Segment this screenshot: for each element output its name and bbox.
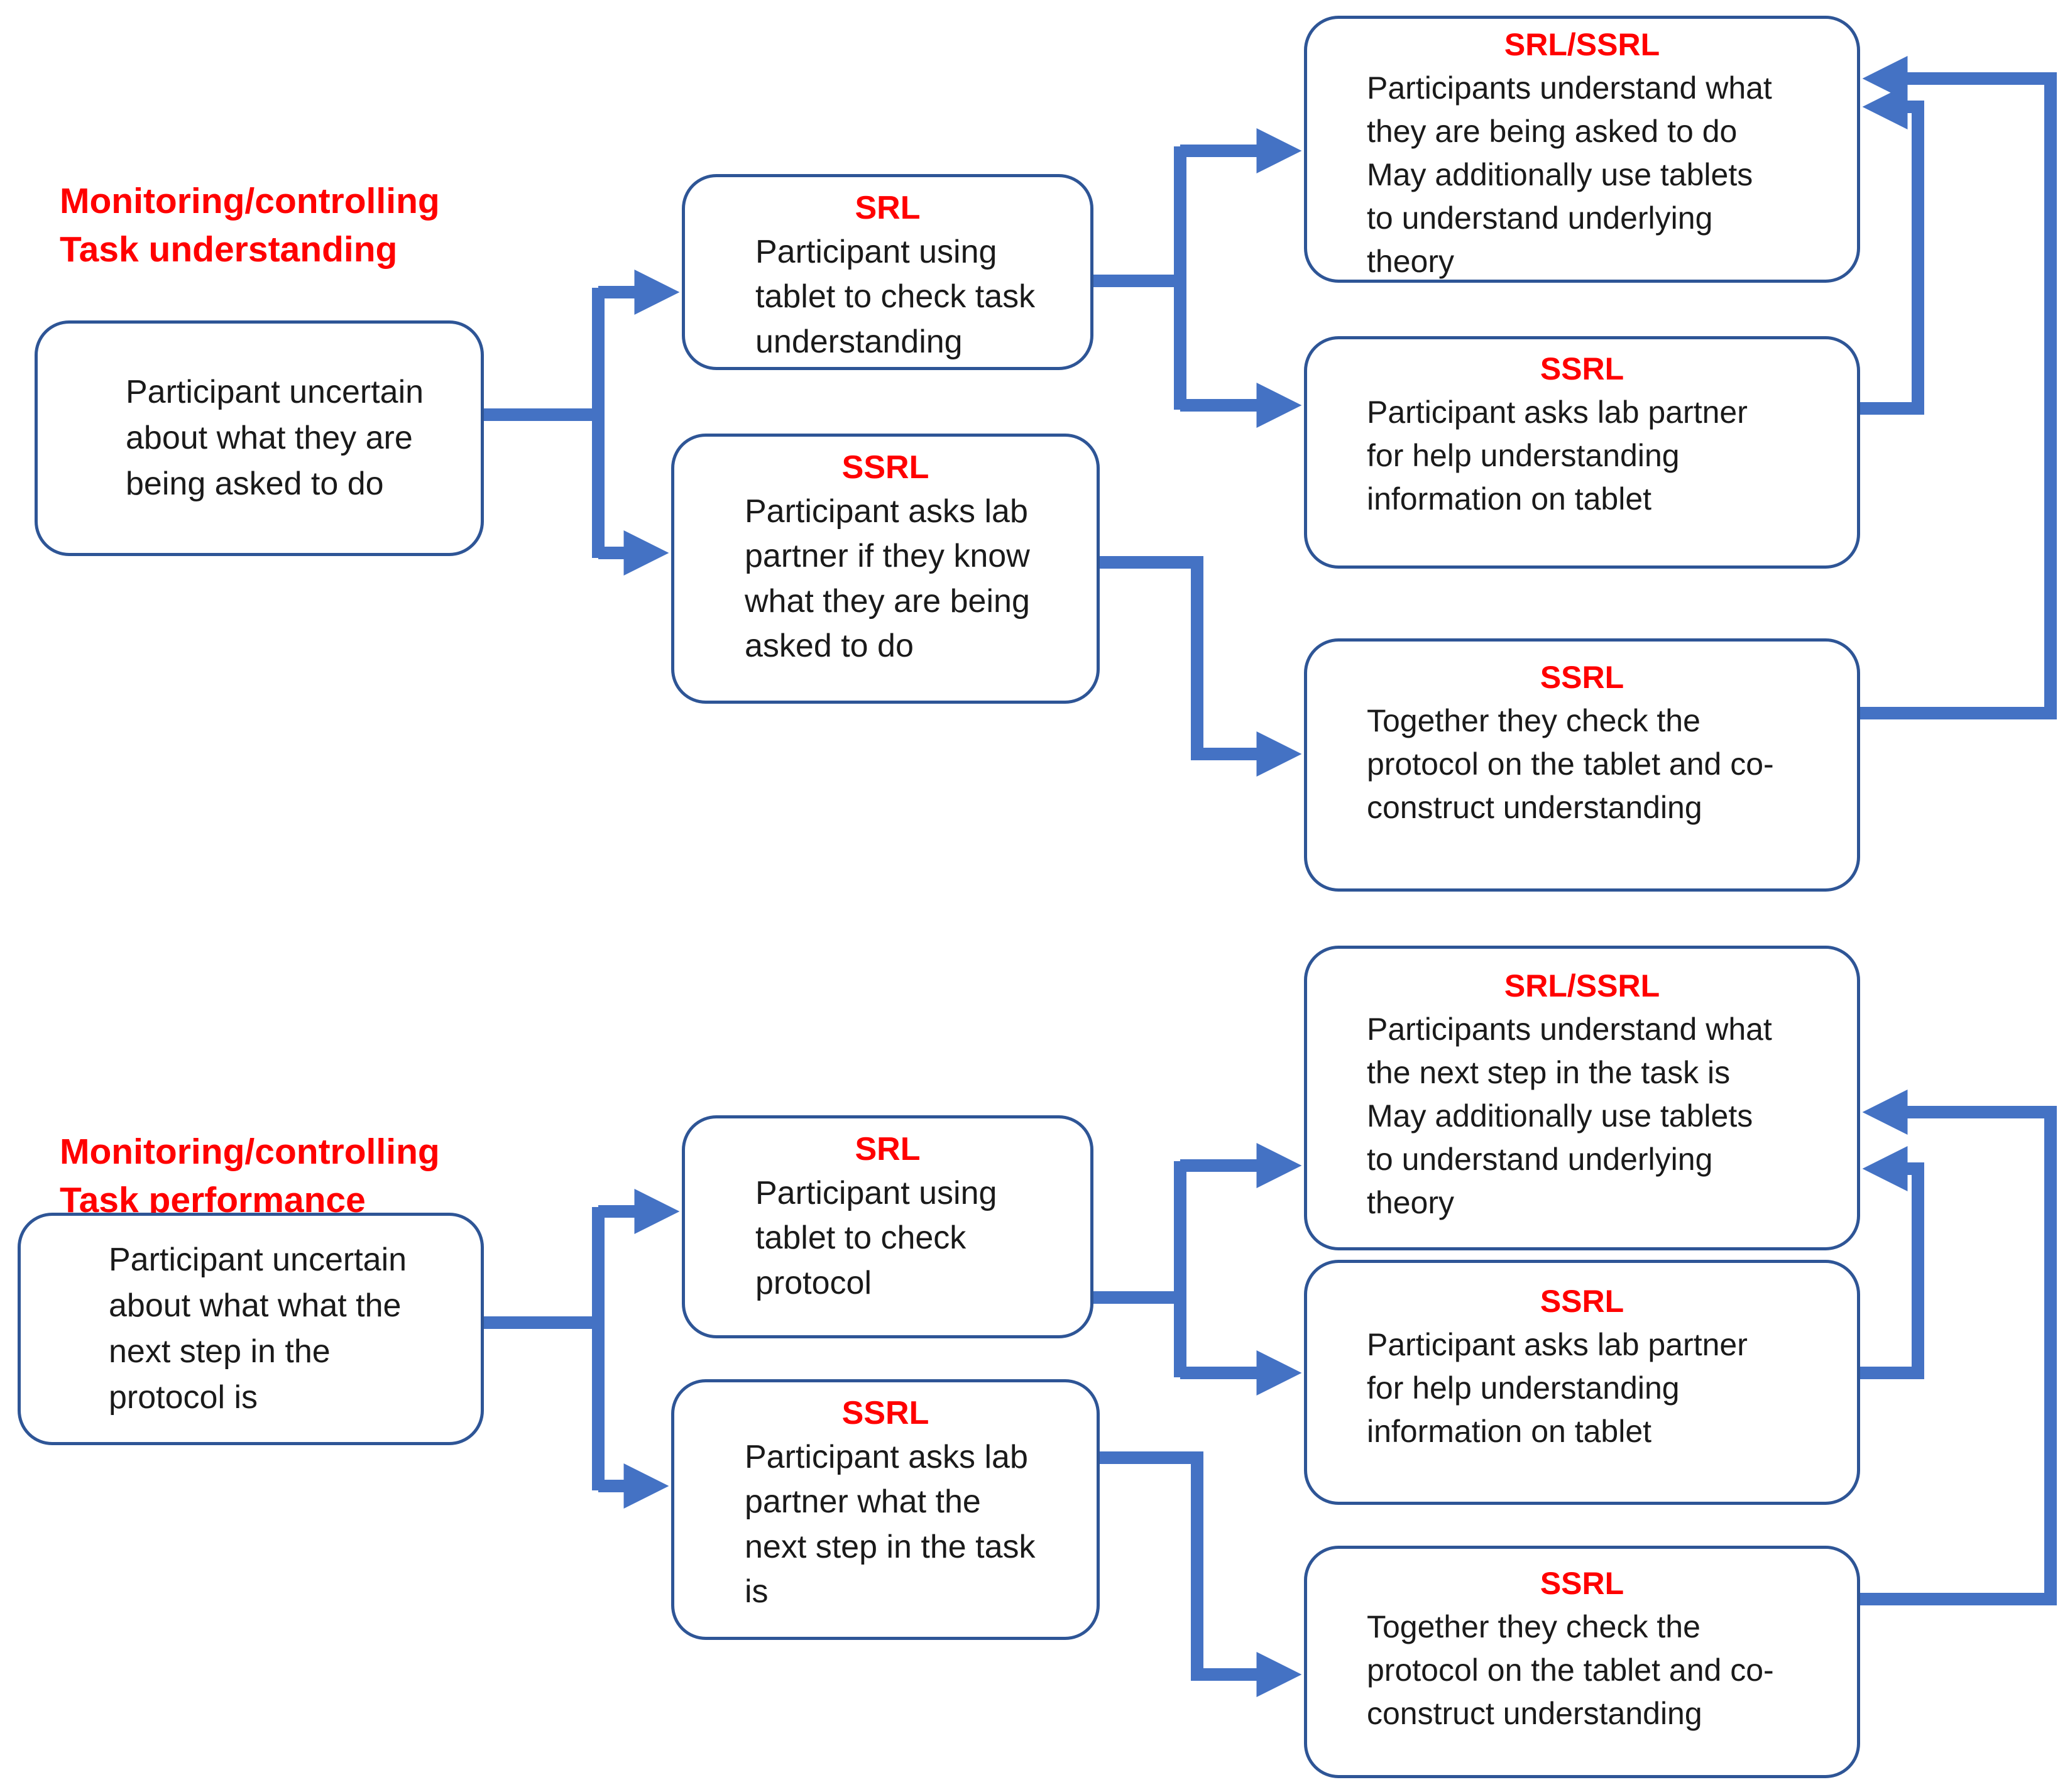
connector-together-loop-to-outcome-1 [1860,56,2057,719]
ssrl-ask-box: SSRL Participant asks lab partner what t… [671,1379,1100,1640]
ssrl-help-box-text: Participant asks lab partner for help un… [1367,1326,1748,1449]
connector-ask-to-together-1 [1100,556,1302,777]
ssrl-together-box-text: Together they check the protocol on the … [1367,702,1774,825]
ssrl-help-box-title: SSRL [1540,1284,1624,1319]
ssrl-ask-box-text: Participant asks lab partner what the ne… [745,1439,1036,1610]
connector-help-loop-to-outcome-1 [1860,84,1924,415]
ssrl-together-box-text: Together they check the protocol on the … [1367,1609,1774,1731]
start-box: Participant uncertain about what what th… [18,1213,484,1445]
section-heading: Monitoring/controlling Task understandin… [60,181,440,270]
ssrl-ask-box: SSRL Participant asks lab partner if the… [671,434,1100,704]
srl-box-title: SRL [855,1131,921,1167]
ssrl-ask-box-text: Participant asks lab partner if they kno… [745,493,1030,664]
start-box-text: Participant uncertain about what they ar… [126,374,424,502]
start-box-text: Participant uncertain about what what th… [109,1242,407,1416]
srl-box-title: SRL [855,190,921,226]
outcome-box-text: Participants understand what the next st… [1367,1011,1772,1220]
srl-box: SRL Participant using tablet to check pr… [682,1115,1093,1338]
ssrl-together-box: SSRL Together they check the protocol on… [1304,638,1860,892]
connector-help-loop-to-outcome-2 [1860,1146,1924,1379]
ssrl-help-box-title: SSRL [1540,351,1624,386]
start-box: Participant uncertain about what they ar… [35,320,484,556]
ssrl-together-box-title: SSRL [1540,660,1624,695]
srl-box-text: Participant using tablet to check task u… [755,234,1036,360]
srl-box-text: Participant using tablet to check protoc… [755,1175,997,1301]
outcome-box-text: Participants understand what they are be… [1367,70,1772,279]
outcome-box-title: SRL/SSRL [1504,968,1660,1003]
ssrl-help-box-text: Participant asks lab partner for help un… [1367,394,1748,516]
ssrl-together-box: SSRL Together they check the protocol on… [1304,1546,1860,1778]
ssrl-ask-box-title: SSRL [841,449,929,486]
ssrl-help-box: SSRL Participant asks lab partner for he… [1304,336,1860,569]
ssrl-ask-box-title: SSRL [841,1395,929,1431]
ssrl-together-box-title: SSRL [1540,1566,1624,1601]
outcome-box-title: SRL/SSRL [1504,27,1660,62]
outcome-box: SRL/SSRL Participants understand what th… [1304,16,1860,283]
ssrl-help-box: SSRL Participant asks lab partner for he… [1304,1260,1860,1505]
outcome-box: SRL/SSRL Participants understand what th… [1304,946,1860,1250]
connector-ask-to-together-2 [1100,1451,1302,1697]
connector-together-loop-to-outcome-2 [1860,1090,2057,1605]
srl-box: SRL Participant using tablet to check ta… [682,174,1093,370]
